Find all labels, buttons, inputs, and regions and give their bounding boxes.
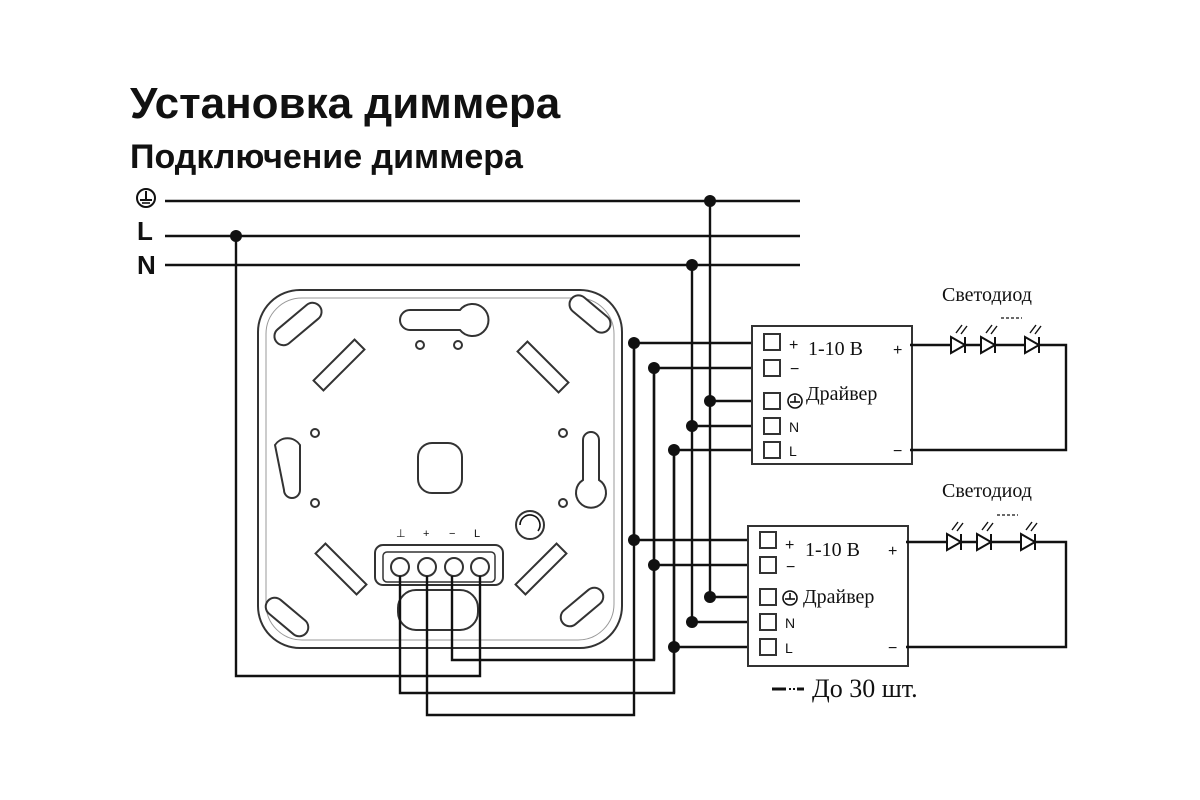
dimmer-terminal-label-l: L xyxy=(474,528,480,540)
dimmer-plate: ⊥ + − L xyxy=(257,289,623,649)
driver-2-voltage-label: 1-10 В xyxy=(805,539,860,561)
driver-1-plus-in: + xyxy=(789,337,798,354)
wiring xyxy=(234,201,764,717)
dimmer-terminal-label-minus: − xyxy=(449,528,455,540)
driver-1-plus-out: + xyxy=(893,342,902,359)
driver-box-1: + 1-10 В + − Драйвер N L − xyxy=(751,325,913,465)
led-diode-icon xyxy=(950,324,968,355)
footnote-text: До 30 шт. xyxy=(812,674,918,703)
dimmer-terminal-label-earth: ⊥ xyxy=(396,528,406,540)
bus-label-neutral: N xyxy=(137,250,156,280)
driver-2-l-label: L xyxy=(785,640,793,656)
footnote: До 30 шт. xyxy=(772,674,918,703)
driver-box-2: + 1-10 В + − Драйвер N L − xyxy=(747,525,909,667)
led-diode-icon xyxy=(1024,324,1042,355)
driver-2-minus-in: − xyxy=(786,559,795,576)
led-diode-icon xyxy=(1020,521,1038,552)
led-diode-icon xyxy=(980,324,998,355)
driver-2-n-label: N xyxy=(785,615,795,631)
bus-label-line: L xyxy=(137,216,153,246)
led-string-2 xyxy=(906,514,1068,649)
driver-1-l-label: L xyxy=(789,443,797,459)
earth-ground-icon xyxy=(787,393,803,409)
driver-2-plus-out: + xyxy=(888,543,897,560)
earth-ground-icon xyxy=(136,188,156,208)
led-label-2: Светодиод xyxy=(942,480,1032,502)
led-string-1 xyxy=(910,317,1068,452)
driver-1-label: Драйвер xyxy=(806,383,877,405)
dimmer-terminal-label-plus: + xyxy=(423,528,429,540)
page-title: Установка диммера xyxy=(130,79,561,128)
led-diode-icon xyxy=(976,521,994,552)
driver-2-label: Драйвер xyxy=(803,586,874,608)
led-diode-icon xyxy=(946,521,964,552)
junction-dots xyxy=(230,195,716,653)
led-label-1: Светодиод xyxy=(942,284,1032,306)
page-subtitle: Подключение диммера xyxy=(130,138,524,176)
driver-1-minus-out: − xyxy=(893,443,902,460)
driver-1-n-label: N xyxy=(789,419,799,435)
earth-ground-icon xyxy=(782,590,798,606)
driver-1-voltage-label: 1-10 В xyxy=(808,338,863,360)
driver-2-plus-in: + xyxy=(785,537,794,554)
driver-2-minus-out: − xyxy=(888,640,897,657)
driver-1-minus-in: − xyxy=(790,361,799,378)
